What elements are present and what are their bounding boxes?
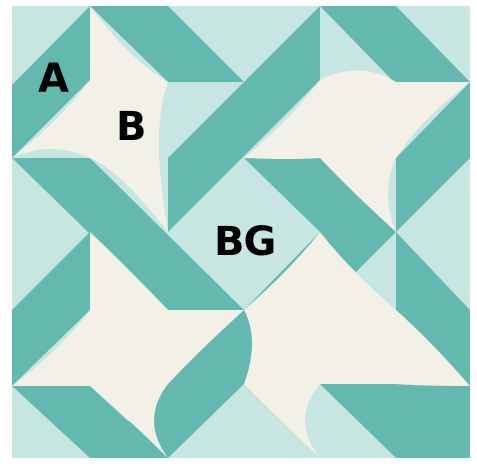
label-b: B: [116, 104, 146, 150]
strip-right-bottom: [396, 384, 470, 458]
label-a: A: [38, 56, 69, 102]
label-bg: BG: [214, 219, 275, 265]
